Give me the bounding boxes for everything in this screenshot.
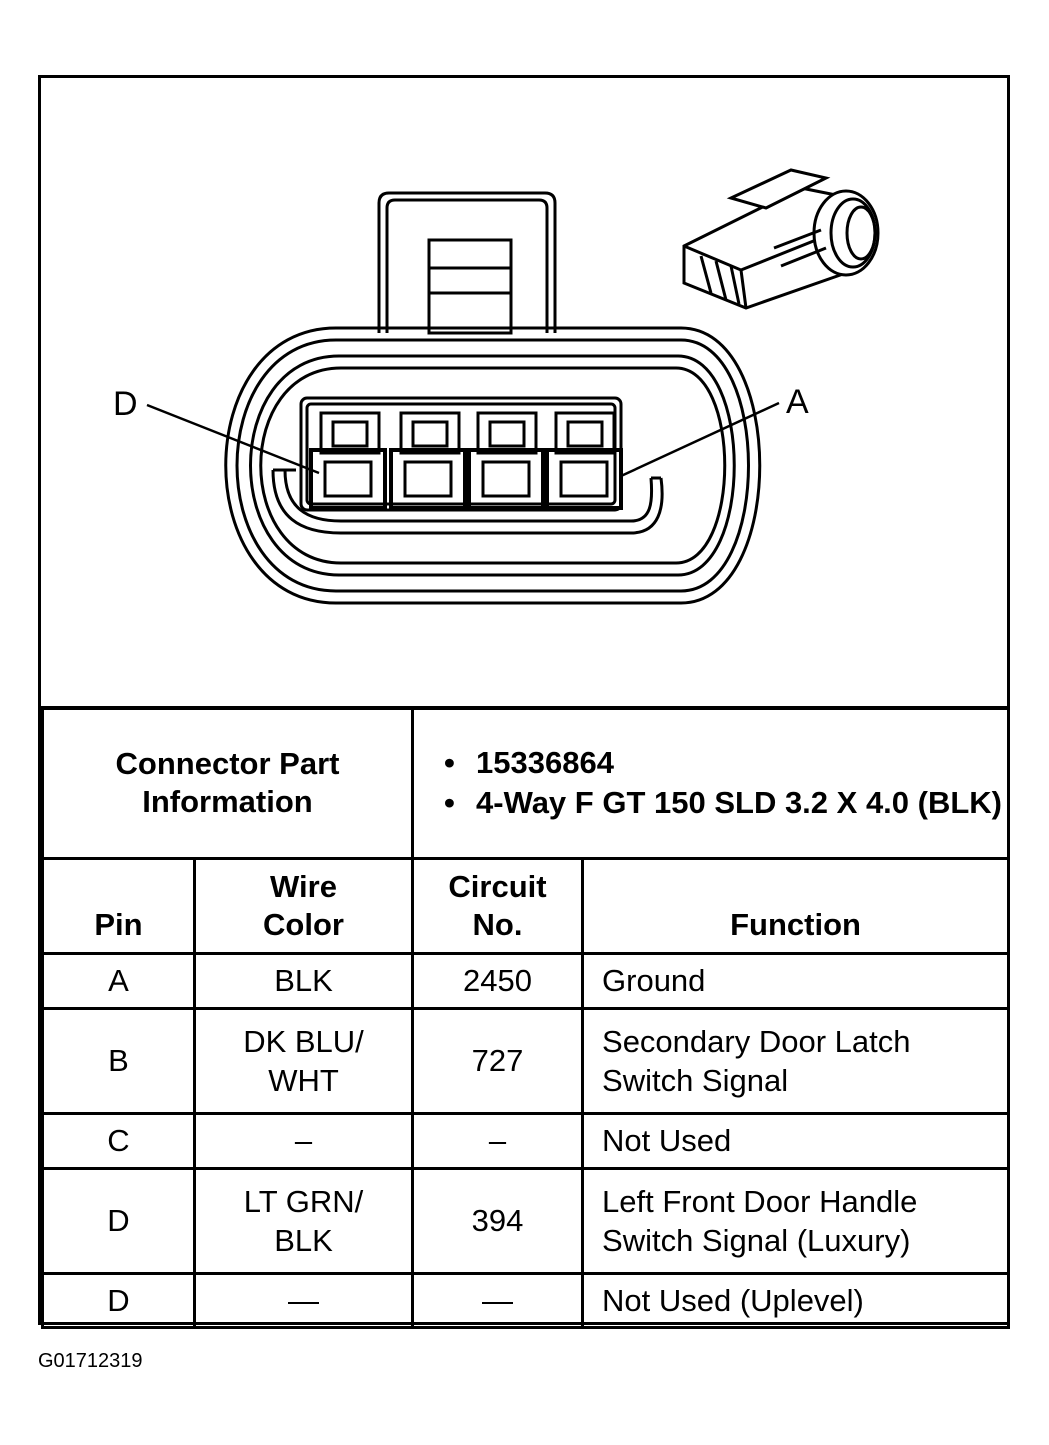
wire-color-cell: BLK xyxy=(192,951,415,1010)
wire-color-cell: LT GRN/BLK xyxy=(192,1166,415,1275)
pin-cell: D xyxy=(41,1271,196,1329)
table-header-row: Pin Wire Color Circuit No. Function xyxy=(41,856,1011,955)
connector-end-view-drawing: D A xyxy=(113,168,880,605)
pin-label-d: D xyxy=(113,385,138,423)
terminal-cavity-lower xyxy=(309,448,623,510)
pin-cell: A xyxy=(41,951,196,1010)
connector-figure-frame: D A Connector Part Information 1 xyxy=(38,75,1011,1329)
table-row: D — — Not Used (Uplevel) xyxy=(41,1271,1011,1329)
pin-cell: D xyxy=(41,1166,196,1275)
terminal-block xyxy=(299,396,623,512)
figure-id: G01712319 xyxy=(38,1350,143,1372)
part-info-details: 15336864 4-Way F GT 150 SLD 3.2 X 4.0 (B… xyxy=(411,706,1011,860)
table-row: A BLK 2450 Ground xyxy=(41,951,1011,1010)
circuit-cell: 727 xyxy=(411,1006,585,1115)
header-circuit-no: Circuit No. xyxy=(411,856,585,955)
leader-line-d xyxy=(146,403,320,475)
pin-cell: B xyxy=(41,1006,196,1115)
part-info-bullets: 15336864 4-Way F GT 150 SLD 3.2 X 4.0 (B… xyxy=(414,743,1007,823)
pin-label-a: A xyxy=(786,383,809,421)
connector-housing xyxy=(224,326,762,605)
circuit-cell: 394 xyxy=(411,1166,585,1275)
function-cell: Not Used (Uplevel) xyxy=(581,1271,1011,1329)
part-info-title-line: Information xyxy=(142,784,313,820)
circuit-cell: – xyxy=(411,1111,585,1170)
pin-cell: C xyxy=(41,1111,196,1170)
function-cell: Ground xyxy=(581,951,1011,1010)
header-pin: Pin xyxy=(41,856,196,955)
wire-color-cell: – xyxy=(192,1111,415,1170)
part-number: 15336864 xyxy=(444,743,1007,783)
part-info-title: Connector Part Information xyxy=(40,706,415,860)
function-cell: Not Used xyxy=(581,1111,1011,1170)
table-row: C – – Not Used xyxy=(41,1111,1011,1170)
circuit-cell: 2450 xyxy=(411,951,585,1010)
header-wire-color: Wire Color xyxy=(192,856,415,955)
part-description: 4-Way F GT 150 SLD 3.2 X 4.0 (BLK) xyxy=(444,783,1007,823)
part-info-row: Connector Part Information 15336864 4-Wa… xyxy=(40,706,1011,860)
wire-color-cell: — xyxy=(192,1271,415,1329)
part-info-title-line: Connector Part xyxy=(115,746,340,782)
locking-tab xyxy=(377,191,557,335)
terminal-cavity-upper xyxy=(319,411,616,455)
header-function: Function xyxy=(581,856,1011,955)
wire-color-cell: DK BLU/WHT xyxy=(192,1006,415,1115)
leader-line-a xyxy=(620,401,780,478)
connector-pinout-table: Connector Part Information 15336864 4-Wa… xyxy=(40,706,1011,1329)
connector-isometric-icon xyxy=(682,168,880,310)
circuit-cell: — xyxy=(411,1271,585,1329)
